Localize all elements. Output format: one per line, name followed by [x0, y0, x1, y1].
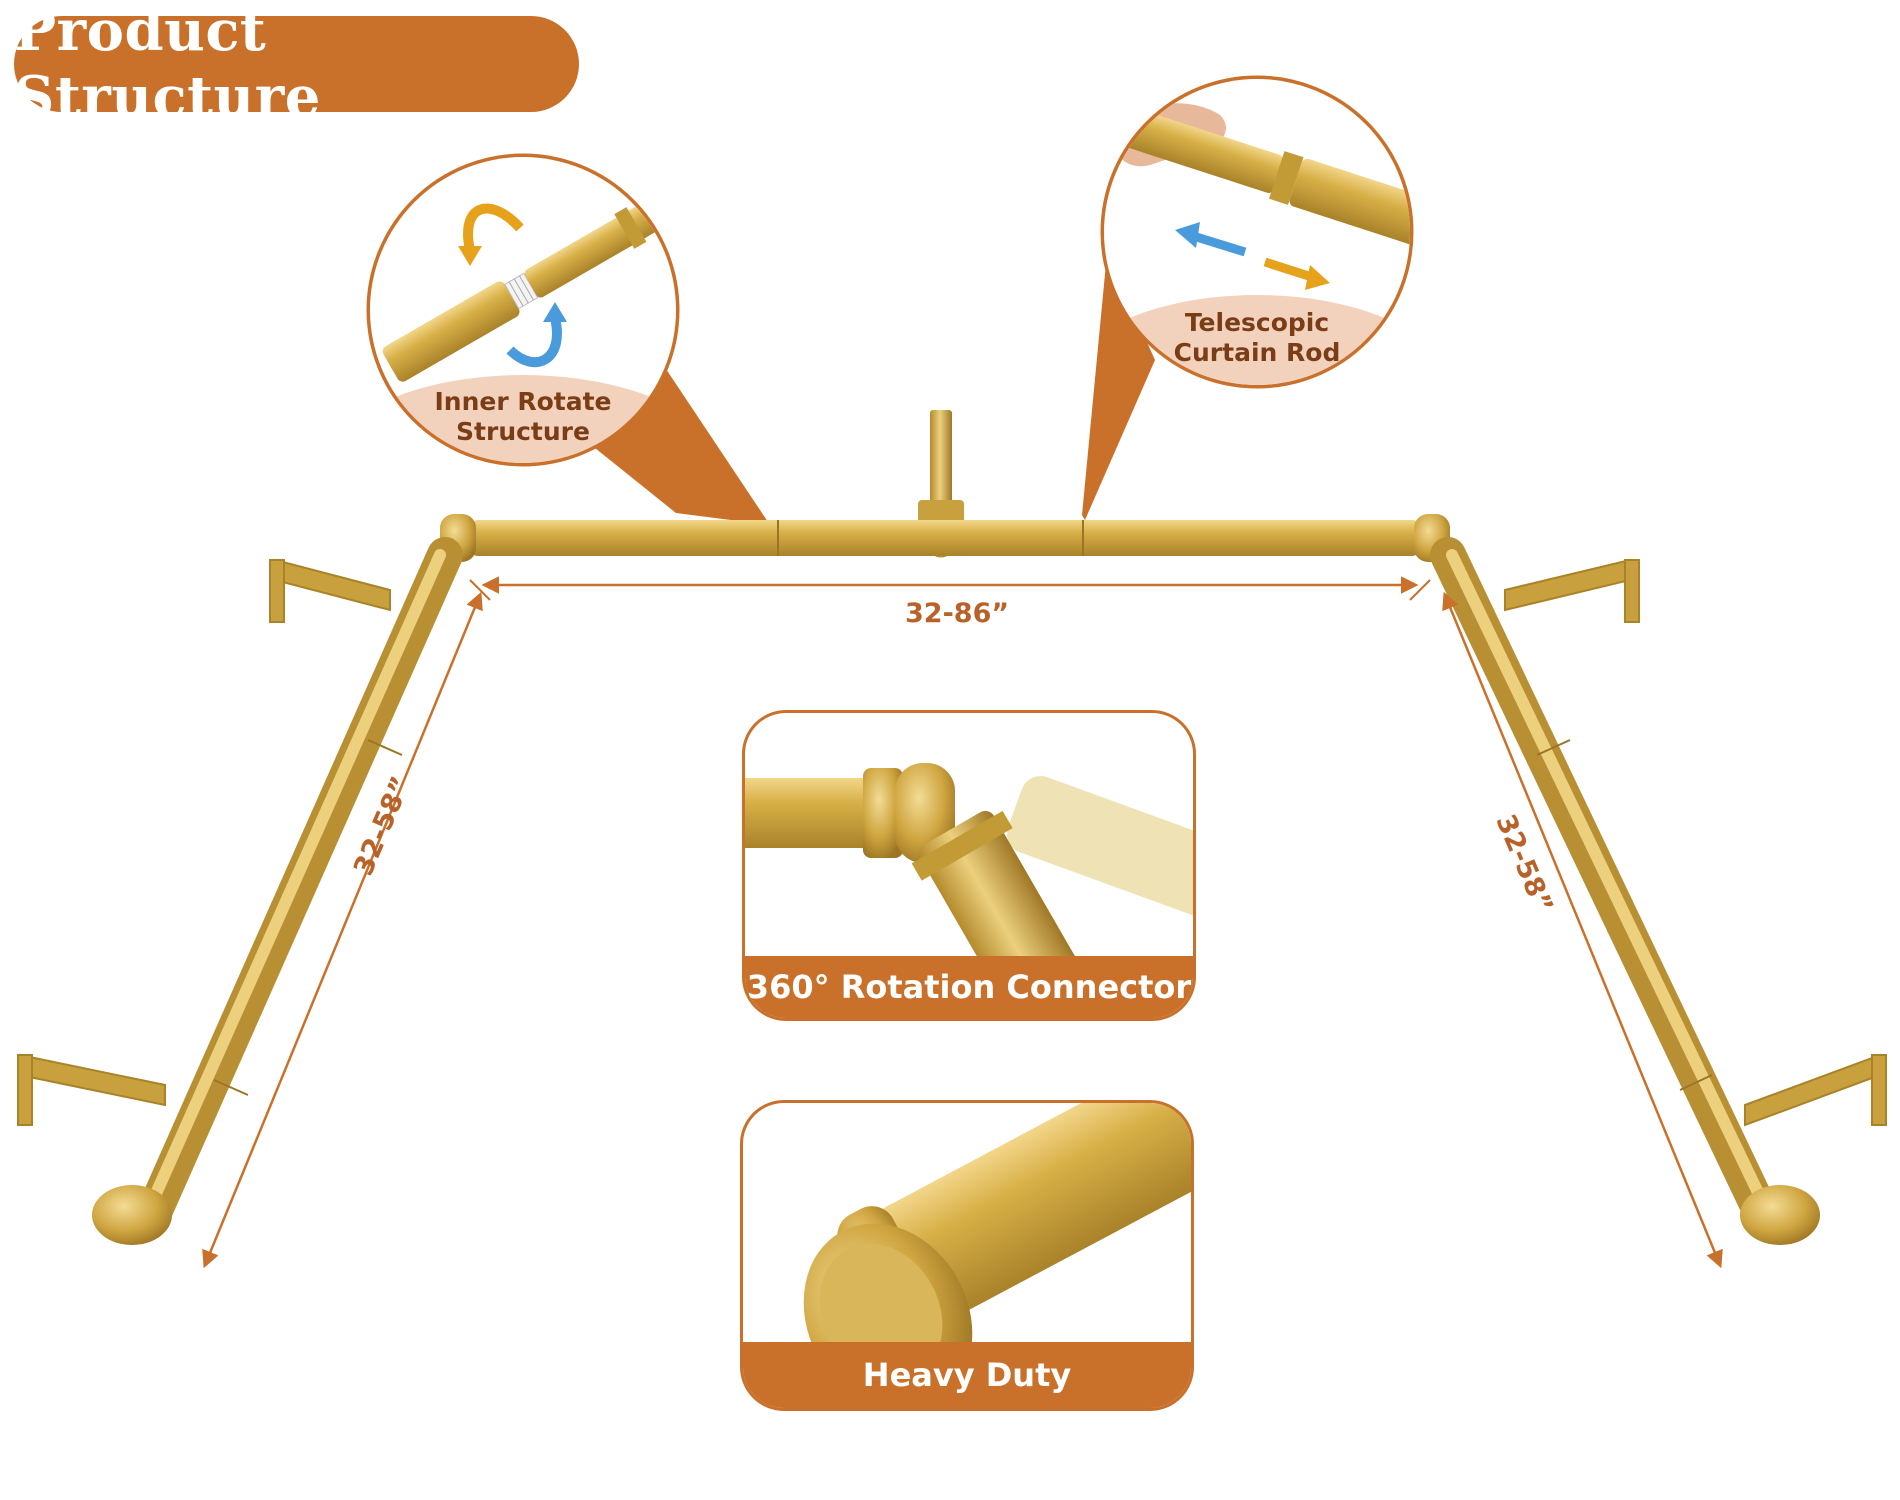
dimension-center-label: 32-86” [905, 598, 1010, 629]
heavy-duty-label: Heavy Duty [743, 1342, 1191, 1408]
dimension-line-left [202, 591, 483, 1269]
inner-rotate-label-line1: Inner Rotate [434, 387, 612, 416]
page-title: Product Structure [14, 0, 579, 130]
bracket-right-top [1504, 558, 1640, 623]
inner-rotate-callout [366, 153, 680, 467]
telescopic-label-line2: Curtain Rod [1173, 338, 1341, 367]
telescopic-label-line1: Telescopic [1184, 308, 1330, 337]
inner-rotate-label-line2: Structure [456, 417, 590, 446]
bracket-left-bottom [17, 1053, 166, 1126]
inner-rotate-label: Inner Rotate Structure [423, 387, 623, 447]
center-rod [440, 514, 1450, 562]
dimension-line-right [1442, 591, 1723, 1269]
left-side-rod [92, 537, 463, 1245]
right-side-rod [1430, 537, 1820, 1245]
rotation-connector-panel: 360° Rotation Connector [742, 710, 1196, 1021]
bracket-left-top [269, 558, 391, 623]
telescopic-callout [1100, 75, 1414, 389]
telescopic-label: Telescopic Curtain Rod [1157, 308, 1357, 368]
bracket-right-bottom [1744, 1053, 1887, 1127]
heavy-duty-panel: Heavy Duty [740, 1100, 1194, 1411]
rotation-connector-label: 360° Rotation Connector [745, 956, 1193, 1018]
